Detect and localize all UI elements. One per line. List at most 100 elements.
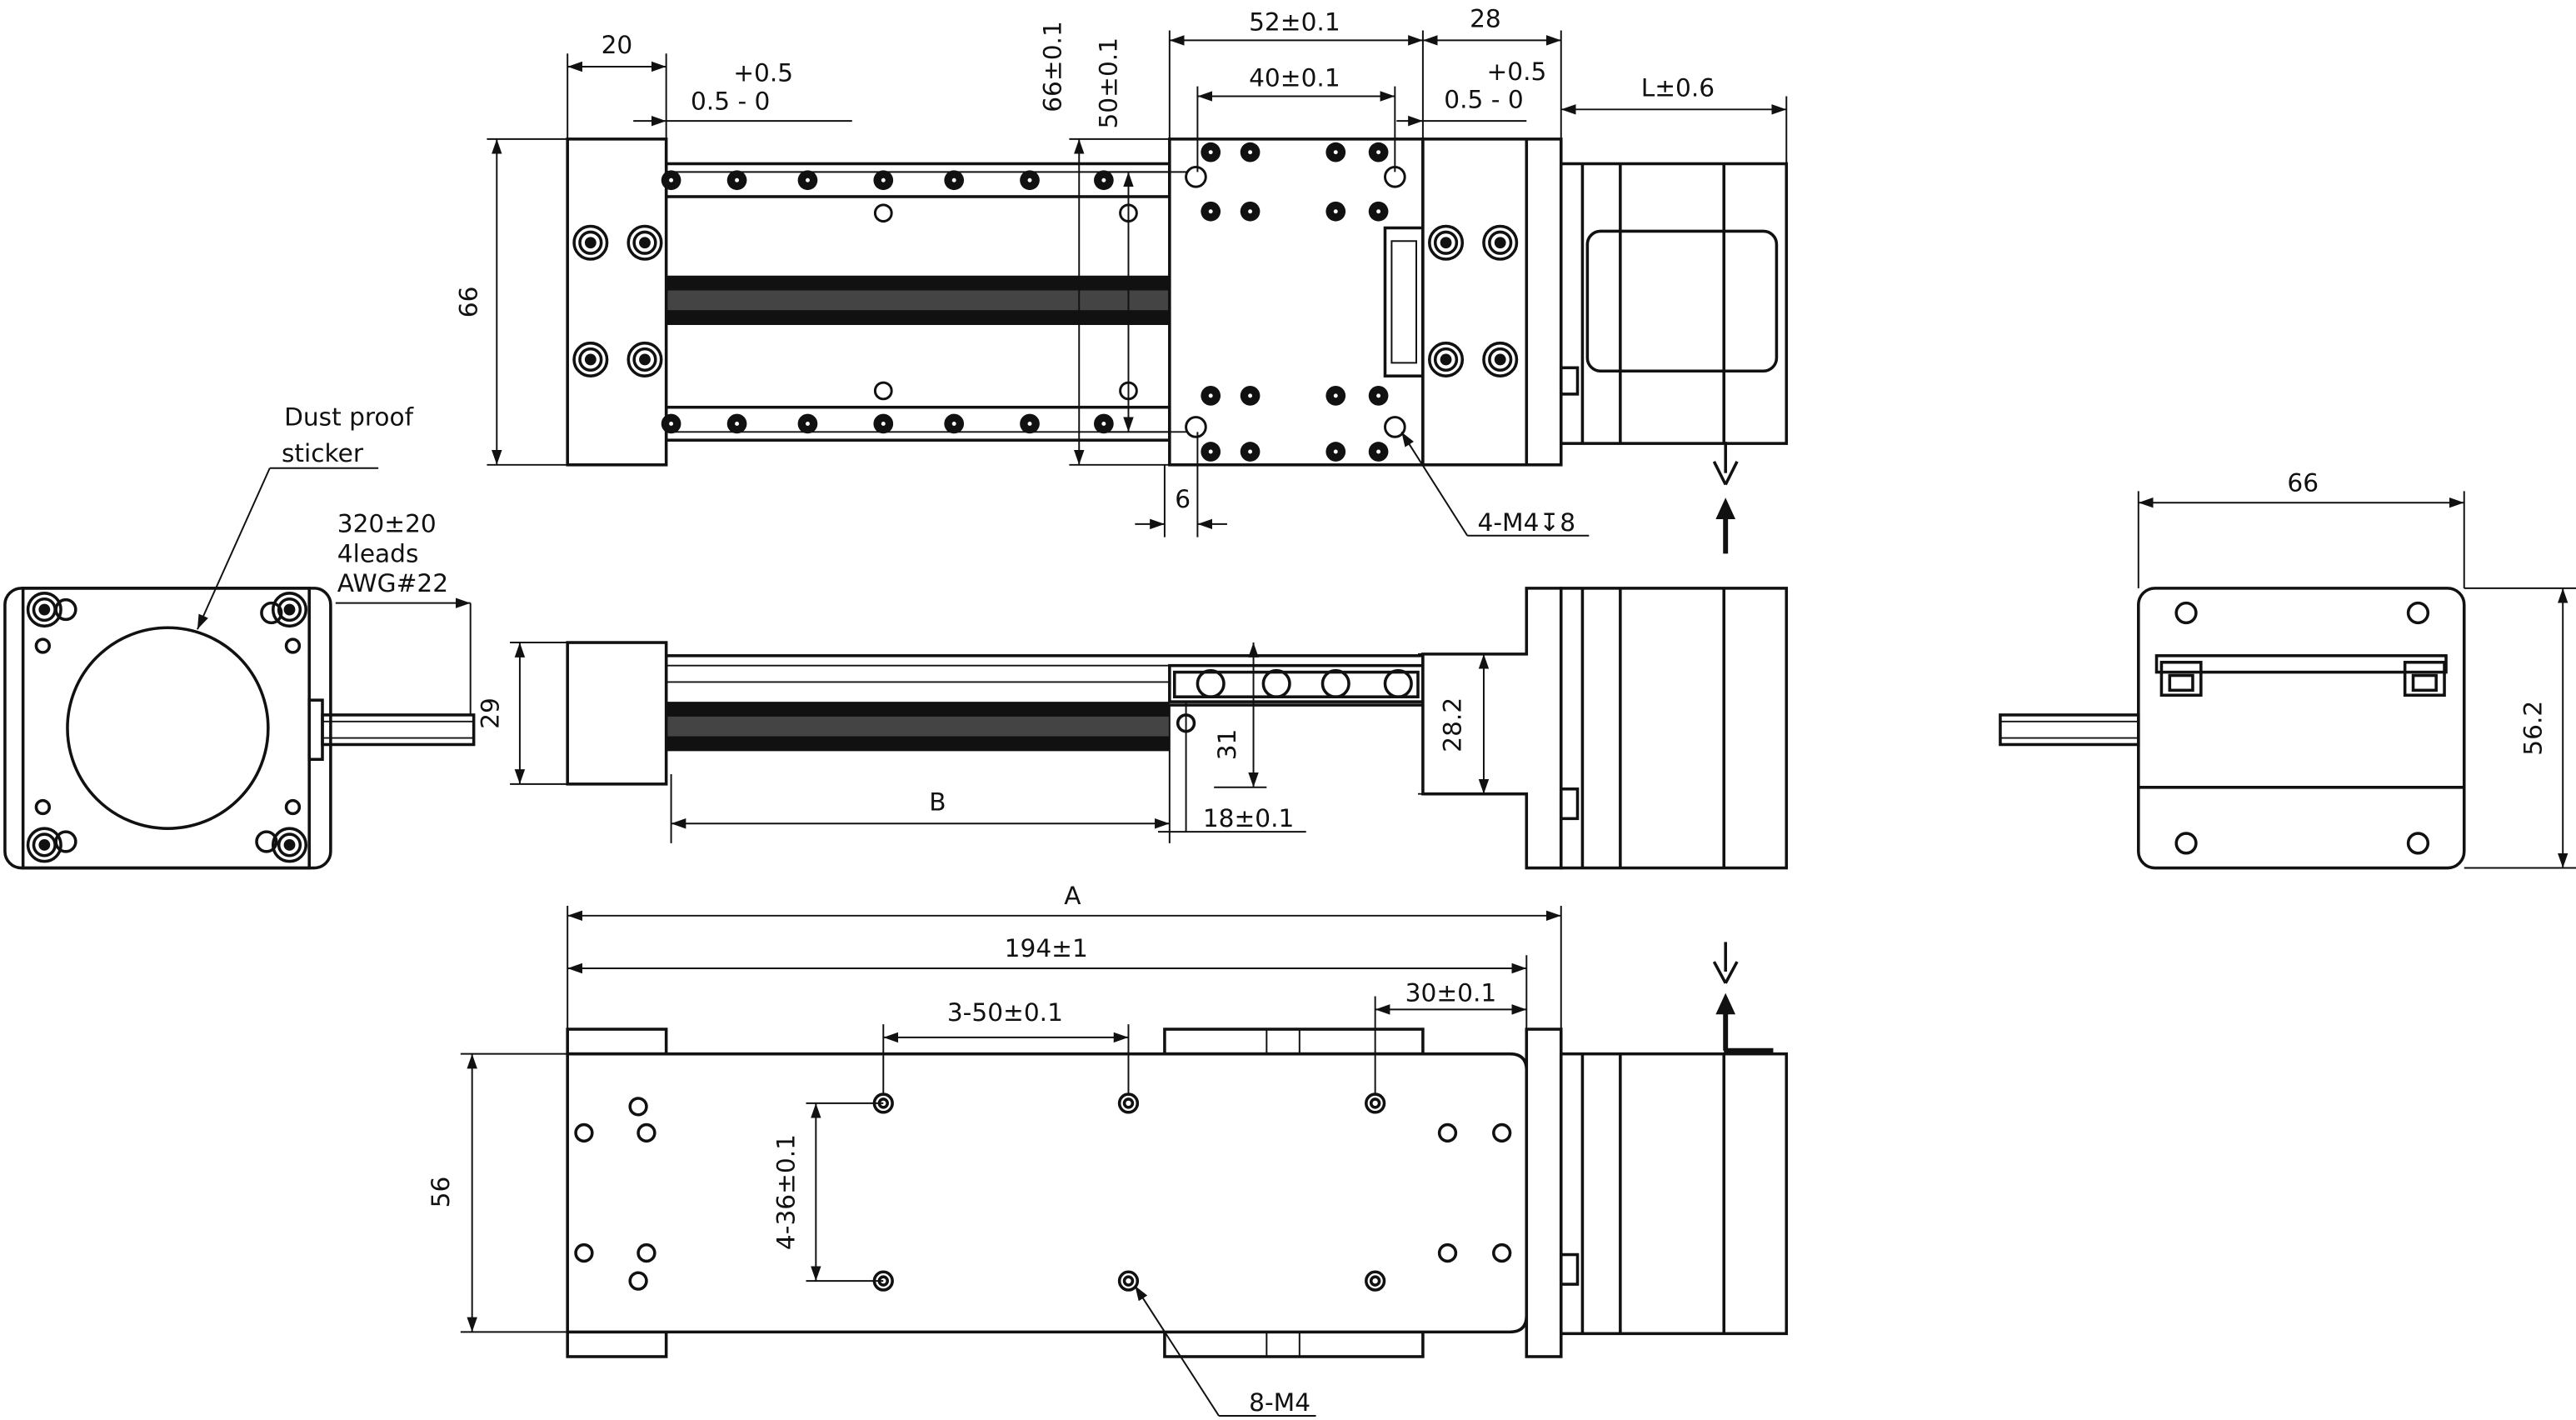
dim-tol-right: 0.5 - 0 [1444, 85, 1523, 113]
end-block-fastener-center [1440, 353, 1452, 366]
end-block-fastener [1428, 341, 1465, 378]
end-block-fastener-ring [632, 347, 657, 372]
carriage-m4-hole [1185, 416, 1207, 438]
bottom-view: A 194±1 3-50±0.1 30±0.1 56 4-36±0.1 8-M4 [427, 882, 1789, 1417]
end-block-fastener-ring [1488, 230, 1513, 255]
right-end-block [1421, 138, 1563, 467]
base-mount-hole [628, 1271, 648, 1291]
carriage-hole-core [1206, 148, 1216, 158]
end-block-fastener-center [639, 237, 651, 249]
dim-52-tol: 52±0.1 [1249, 8, 1340, 37]
motor-mount-screw [26, 827, 62, 863]
sticker-label-line1: Dust proof [284, 402, 414, 431]
carriage-hole-core [1246, 447, 1256, 457]
end-block-fastener-center [1494, 237, 1506, 249]
dim-31: 31 [1213, 729, 1241, 761]
rail-ball-core [1099, 419, 1109, 428]
motor-mount-screw-center [283, 603, 296, 616]
end-block-fastener [627, 341, 663, 378]
rail-ball-core [803, 175, 812, 185]
end-block-fastener-ring [632, 230, 657, 255]
dim-66-height: 66 [455, 286, 483, 318]
base-m4-hole-inner [1369, 1275, 1381, 1287]
motor-small-hole [260, 601, 283, 625]
end-block-fastener [627, 224, 663, 261]
end-block-fastener [1428, 224, 1465, 261]
rail-ball-core [666, 175, 676, 185]
end-block-fastener-center [584, 237, 597, 249]
flange-hole [2406, 832, 2430, 855]
end-view: Dust proof sticker 320±20 4leads AWG#22 [3, 402, 476, 870]
dim-18-tol: 18±0.1 [1203, 804, 1295, 832]
dim-tol-left: 0.5 - 0 [691, 87, 770, 115]
motor-mount-screw [271, 592, 308, 628]
motor-small-hole [54, 830, 77, 853]
dim-56: 56 [427, 1177, 455, 1208]
base-m4-hole-inner [1122, 1275, 1135, 1287]
rail-ball-core [732, 419, 741, 428]
carriage-hole-core [1206, 391, 1216, 401]
carriage-hole-core [1330, 447, 1340, 457]
end-block-fastener-center [1440, 237, 1452, 249]
motor-mount-screw-center [38, 603, 51, 616]
carriage-hole-core [1206, 447, 1216, 457]
cable-awg: AWG#22 [337, 569, 448, 598]
dim-tol-plus-right: +0.5 [1486, 58, 1546, 86]
end-block-fastener-ring [1433, 347, 1459, 372]
hole-note-4-m4: 4-M4↧8 [1478, 508, 1576, 537]
carriage-hole-core [1330, 148, 1340, 158]
motor-small-hole [255, 830, 278, 853]
hole-note-8-m4: 8-M4 [1249, 1388, 1310, 1417]
motor-mount-screw [26, 592, 62, 628]
end-block-fastener-center [1494, 353, 1506, 366]
base-mount-hole [637, 1122, 656, 1143]
dim-6: 6 [1175, 485, 1191, 513]
bottom-motor [1559, 1052, 1789, 1336]
end-block-fastener [1482, 341, 1519, 378]
dim-194-tol: 194±1 [1005, 934, 1088, 962]
carriage-m4-hole [1384, 416, 1406, 438]
carriage-hole-core [1374, 391, 1384, 401]
base-mount-hole [574, 1242, 594, 1263]
motor-mount-screw [271, 827, 308, 863]
cable-leads: 4leads [337, 539, 419, 568]
flange-hole [2174, 601, 2198, 625]
base-m4-hole [1365, 1270, 1386, 1292]
right-end-view: 66 56.2 [1999, 468, 2576, 870]
motor [1559, 162, 1789, 445]
rail-ball-core [878, 175, 888, 185]
dim-4-36-tol: 4-36±0.1 [772, 1134, 801, 1250]
side-carriage-bearing [1383, 668, 1413, 698]
rail-ball-core [732, 175, 741, 185]
motor-mount-screw-ring [277, 597, 302, 622]
dim-l-tol: L±0.6 [1641, 74, 1715, 102]
dim-28: 28 [1470, 5, 1501, 33]
motor-mount-screw-center [283, 838, 296, 851]
base-mount-hole [628, 1097, 648, 1117]
dim-20: 20 [602, 31, 633, 59]
carriage-hole-core [1206, 207, 1216, 217]
rail-ball-core [666, 419, 676, 428]
dim-50-tol: 50±0.1 [1095, 38, 1123, 129]
end-block-fastener-center [639, 353, 651, 366]
flange-hole [2406, 601, 2430, 625]
base-mount-hole [637, 1242, 656, 1263]
rail-ball-core [1025, 419, 1035, 428]
motor-pin-hole [284, 798, 302, 816]
dim-56-2: 56.2 [2519, 701, 2548, 756]
rail-ball-core [803, 419, 812, 428]
end-block-fastener-center [584, 353, 597, 366]
dim-3-50-tol: 3-50±0.1 [947, 998, 1063, 1027]
motor-pin-hole [34, 638, 52, 654]
motor-pin-hole [34, 798, 52, 816]
base-m4-hole-inner [1369, 1098, 1381, 1109]
dim-40-tol: 40±0.1 [1249, 64, 1340, 92]
dim-29: 29 [476, 698, 504, 729]
carriage-m4-hole [1185, 165, 1207, 188]
dim-tol-plus-left: +0.5 [733, 59, 793, 88]
side-left-end [566, 641, 668, 786]
motor-mount-screw-ring [277, 832, 302, 858]
carriage-hole-core [1246, 207, 1256, 217]
carriage-hole-core [1374, 148, 1384, 158]
rail-mount-hole [873, 381, 893, 401]
